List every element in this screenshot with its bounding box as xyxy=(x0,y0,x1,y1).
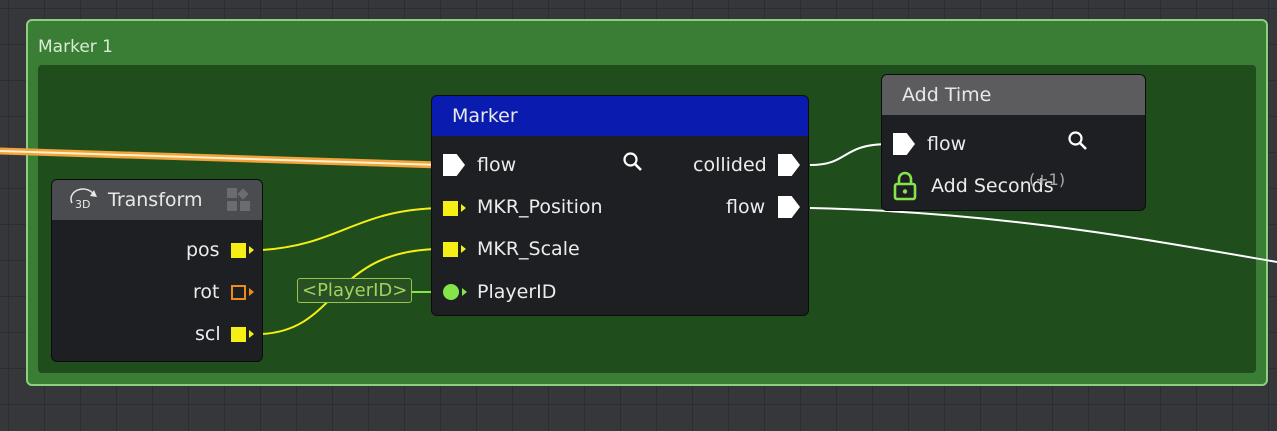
playerid-pin-arrow xyxy=(462,288,467,296)
add-time-node-header[interactable]: Add Time xyxy=(882,75,1145,115)
add-seconds-value[interactable]: (+1) xyxy=(1029,170,1066,189)
playerid-variable-tag[interactable]: <PlayerID> xyxy=(297,278,413,303)
transform-output-scl: scl xyxy=(195,323,221,345)
rot-pin[interactable] xyxy=(231,285,246,300)
marker-flow-out-pin[interactable] xyxy=(778,196,800,218)
marker-output-collided: collided xyxy=(693,154,767,176)
transform-node-header[interactable]: 3D Transform xyxy=(52,180,262,220)
3d-rotate-icon: 3D xyxy=(70,188,97,211)
add-time-node[interactable]: Add Time xyxy=(881,74,1146,211)
shapes-icon xyxy=(227,188,250,211)
marker-collided-pin[interactable] xyxy=(778,154,800,176)
marker-node[interactable]: Marker xyxy=(431,95,809,316)
add-seconds-label: Add Seconds xyxy=(931,175,1054,197)
mkr-scale-pin[interactable] xyxy=(443,242,458,257)
scl-pin[interactable] xyxy=(231,327,246,342)
marker-input-mkr-position: MKR_Position xyxy=(477,196,603,218)
pos-pin-arrow xyxy=(249,246,254,254)
wire-flow-out[interactable] xyxy=(809,207,1277,263)
transform-output-rot: rot xyxy=(193,281,220,303)
mkr-scale-arrow xyxy=(461,245,466,253)
mkr-position-arrow xyxy=(461,204,466,212)
marker-input-playerid: PlayerID xyxy=(477,281,557,303)
transform-node-title: Transform xyxy=(108,189,203,211)
transform-output-pos: pos xyxy=(186,239,220,261)
selected-flow-wire-core xyxy=(0,150,441,166)
pos-pin[interactable] xyxy=(231,243,246,258)
marker-flow-in-pin[interactable] xyxy=(443,154,465,176)
wire-pos-to-position[interactable] xyxy=(261,207,441,251)
lock-icon[interactable] xyxy=(892,171,918,201)
marker-node-header[interactable]: Marker xyxy=(432,96,808,136)
add-time-flow-in-pin[interactable] xyxy=(893,133,915,155)
wire-collided-to-addtime[interactable] xyxy=(809,143,891,166)
svg-text:3D: 3D xyxy=(75,198,90,211)
scl-pin-arrow xyxy=(249,330,254,338)
search-icon[interactable] xyxy=(1067,130,1089,152)
marker-input-flow: flow xyxy=(477,154,517,176)
marker-output-flow: flow xyxy=(726,196,766,218)
add-time-node-title: Add Time xyxy=(902,84,992,106)
marker-node-title: Marker xyxy=(452,105,518,127)
marker-input-mkr-scale: MKR_Scale xyxy=(477,238,580,260)
group-title: Marker 1 xyxy=(38,37,113,57)
playerid-pin[interactable] xyxy=(443,284,459,300)
search-icon[interactable] xyxy=(622,151,644,173)
transform-node[interactable]: 3D Transform xyxy=(51,179,263,362)
add-time-input-flow: flow xyxy=(927,133,967,155)
mkr-position-pin[interactable] xyxy=(443,201,458,216)
rot-pin-arrow xyxy=(249,288,254,296)
